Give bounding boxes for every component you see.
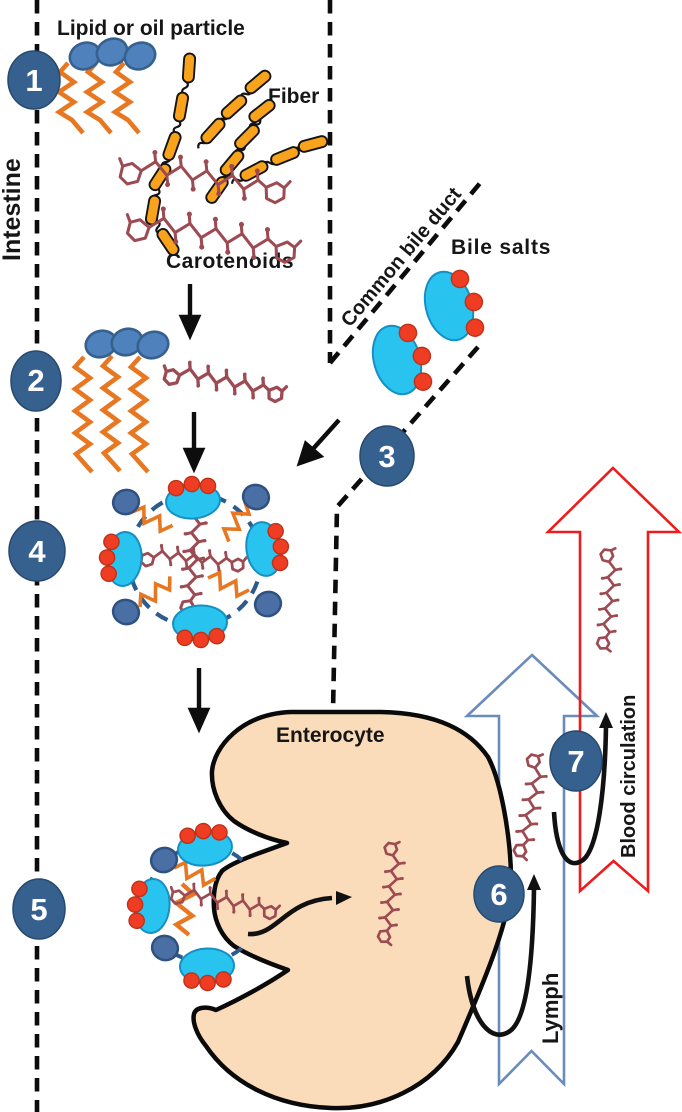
svg-text:Intestine: Intestine [0,158,26,261]
svg-text:Enterocyte: Enterocyte [276,724,385,747]
svg-text:Fiber: Fiber [268,85,319,108]
svg-text:Lymph: Lymph [538,973,563,1044]
svg-text:3: 3 [378,439,395,474]
svg-text:7: 7 [567,744,584,779]
svg-text:Lipid or oil particle: Lipid or oil particle [57,17,245,40]
svg-text:Bile salts: Bile salts [451,236,551,259]
svg-text:6: 6 [490,877,507,912]
svg-text:4: 4 [28,534,46,569]
svg-text:1: 1 [25,63,42,98]
svg-text:5: 5 [30,892,47,927]
svg-text:2: 2 [27,363,44,398]
svg-text:Blood circulation: Blood circulation [618,695,640,858]
svg-text:Carotenoids: Carotenoids [166,250,294,273]
